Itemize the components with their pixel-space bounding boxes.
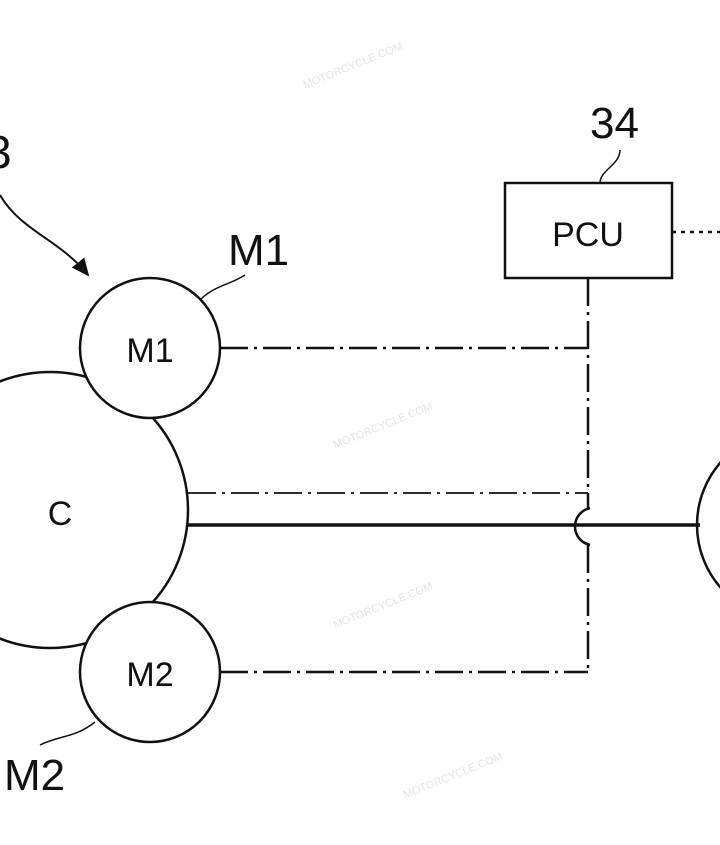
m1-leader	[199, 274, 246, 301]
m1-ref-label: M1	[228, 226, 289, 275]
m2-leader	[39, 721, 96, 746]
assembly-arrow	[0, 194, 90, 277]
right-circle	[695, 461, 720, 589]
c-circle	[0, 370, 190, 650]
assembly-ref-label: 3	[0, 126, 12, 178]
pcu-leader	[599, 149, 621, 184]
c-label: C	[48, 495, 73, 533]
m2-ref-label: M2	[4, 751, 65, 800]
m1-label: M1	[126, 332, 173, 370]
pcu-box	[503, 181, 674, 280]
pcu-label: PCU	[552, 216, 624, 254]
m2-label: M2	[126, 656, 173, 694]
pcu-ref-label: 34	[590, 99, 639, 148]
